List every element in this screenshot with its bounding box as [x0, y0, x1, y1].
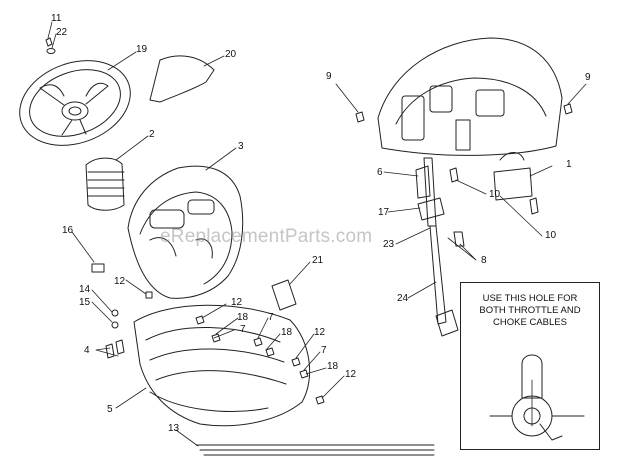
callout-6: 6 — [377, 167, 383, 178]
steering-shaft — [415, 157, 465, 337]
switch-bracket — [493, 152, 539, 215]
note-box: USE THIS HOLE FOR BOTH THROTTLE AND CHOK… — [460, 282, 600, 450]
column-boot — [85, 157, 125, 211]
callout-8: 8 — [481, 255, 487, 266]
dash-panel — [127, 165, 244, 299]
callout-20: 20 — [225, 49, 237, 60]
callout-5: 5 — [107, 404, 113, 415]
callout-7b: 7 — [268, 312, 274, 323]
callout-3: 3 — [238, 141, 244, 152]
callout-13: 13 — [168, 423, 180, 434]
callout-18b: 18 — [281, 327, 293, 338]
note-text: USE THIS HOLE FOR BOTH THROTTLE AND CHOK… — [461, 293, 599, 329]
callout-21: 21 — [312, 255, 324, 266]
callout-19: 19 — [136, 44, 148, 55]
callout-17: 17 — [378, 207, 390, 218]
callout-9b: 9 — [585, 72, 591, 83]
cables — [195, 444, 435, 456]
steering-cap — [149, 55, 215, 103]
callout-12c: 12 — [314, 327, 326, 338]
callout-10a: 10 — [489, 189, 501, 200]
callout-22: 22 — [56, 27, 68, 38]
callout-23: 23 — [383, 239, 395, 250]
callout-14: 14 — [79, 284, 91, 295]
callout-7c: 7 — [321, 345, 327, 356]
callout-12a: 12 — [114, 276, 126, 287]
note-line-1: USE THIS HOLE FOR — [482, 293, 578, 304]
callout-18c: 18 — [327, 361, 339, 372]
callout-4: 4 — [84, 345, 90, 356]
callout-15: 15 — [79, 297, 91, 308]
callout-12d: 12 — [345, 369, 357, 380]
note-line-2: BOTH THROTTLE AND — [479, 305, 581, 316]
screw-washer — [45, 37, 56, 54]
callout-24: 24 — [397, 293, 409, 304]
callout-10b: 10 — [545, 230, 557, 241]
steering-wheel — [19, 60, 131, 146]
watermark-text: eReplacementParts.com — [160, 226, 373, 247]
callout-7a: 7 — [240, 324, 246, 335]
callout-1: 1 — [566, 159, 572, 170]
leader-lines — [47, 21, 587, 447]
callout-18a: 18 — [237, 312, 249, 323]
callout-12b: 12 — [231, 297, 243, 308]
callout-9a: 9 — [326, 71, 332, 82]
throttle-hole-detail — [489, 354, 585, 441]
fasteners — [91, 263, 325, 405]
part-10 — [449, 167, 459, 183]
side-bolts — [355, 103, 573, 123]
callout-2: 2 — [149, 129, 155, 140]
note-line-3: CHOKE CABLES — [493, 317, 567, 328]
callout-16: 16 — [62, 225, 74, 236]
lower-hood — [133, 304, 311, 427]
tower-housing — [377, 37, 563, 156]
callout-11: 11 — [51, 13, 62, 24]
